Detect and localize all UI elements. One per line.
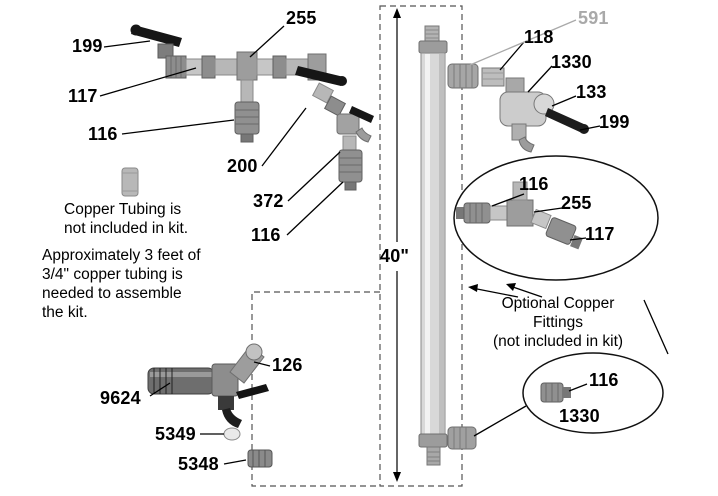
fitting-116-detail: [522, 352, 664, 434]
part-label-1330-top: 1330: [551, 52, 592, 72]
leader-591: [469, 19, 577, 66]
part-label-117-top: 117: [68, 86, 98, 106]
part-label-200: 200: [227, 156, 258, 176]
part-label-117-detail: 117: [585, 224, 615, 244]
part-label-591: 591: [578, 8, 609, 28]
part-label-255-detail: 255: [561, 193, 592, 213]
manifold-assembly: [130, 24, 374, 191]
faucet-assembly-right: [481, 67, 589, 153]
part-label-116-mid: 116: [251, 225, 281, 245]
part-label-1330-bottom: 1330: [559, 406, 600, 426]
tower-shank: [418, 25, 448, 466]
elbow-fitting-1330: [447, 426, 477, 450]
part-label-133: 133: [576, 82, 607, 102]
part-label-126: 126: [272, 355, 303, 375]
part-label-9624: 9624: [100, 388, 141, 408]
part-label-116-bottom: 116: [589, 370, 619, 390]
part-label-372: 372: [253, 191, 284, 211]
part-label-116-top: 116: [88, 124, 118, 144]
dimension-label-40in: 40": [380, 246, 410, 266]
part-label-255-top: 255: [286, 8, 317, 28]
note-copper-tubing: Copper Tubing is not included in kit.: [64, 201, 189, 237]
optional-fittings-detail: [453, 155, 659, 281]
part-label-5349: 5349: [155, 424, 196, 444]
part-label-199-right: 199: [599, 112, 630, 132]
note-optional-fittings: Optional Copper Fittings (not included i…: [492, 295, 624, 350]
part-label-116-detail: 116: [519, 174, 549, 194]
part-label-5348: 5348: [178, 454, 219, 474]
optional-arrows: [468, 283, 543, 298]
part-label-118: 118: [524, 27, 554, 47]
leader-lines: [99, 25, 669, 465]
part-label-199-top: 199: [72, 36, 103, 56]
copper-tube-sample: [121, 167, 139, 197]
faucet-assembly-left: [147, 343, 273, 468]
note-approx-tubing: Approximately 3 feet of 3/4" copper tubi…: [42, 247, 201, 321]
dimension-40in: [393, 8, 401, 482]
elbow-fitting-591: [447, 63, 479, 89]
